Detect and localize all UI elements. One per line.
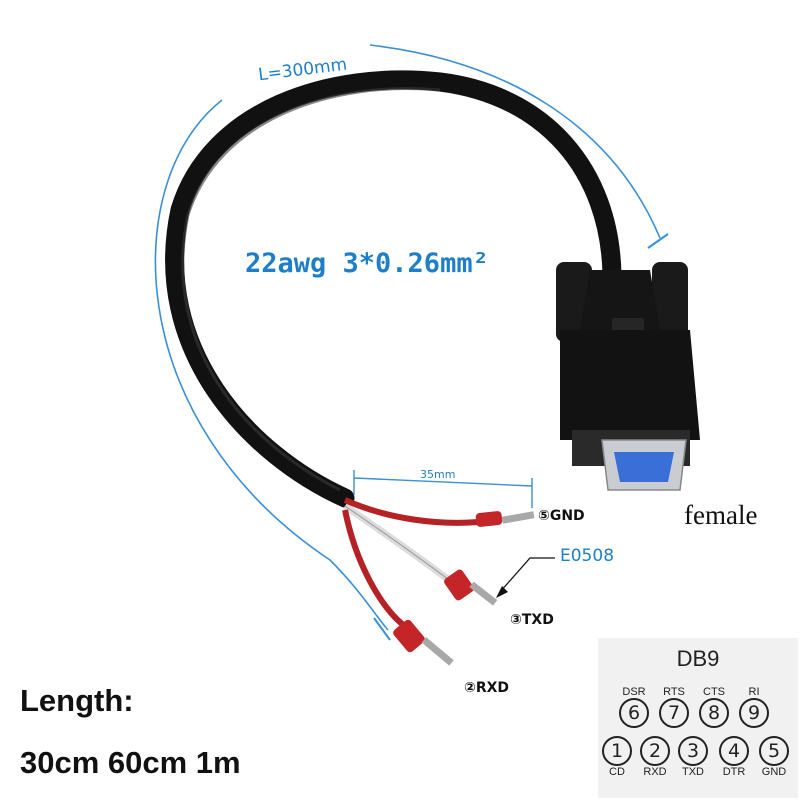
length-title: Length: [20,683,134,718]
cable-spec-label: 22awg 3*0.26mm² [245,248,489,279]
pin-1: 1 CD [598,736,636,778]
ferrule-gnd [475,511,535,527]
pin-number: 6 [619,698,649,728]
pin-8: CTS 8 [695,686,733,728]
db9-female-connector [556,262,700,491]
pin-number: 2 [640,736,670,766]
pin-name: GND [761,766,787,778]
pin-number: 8 [699,698,729,728]
pinout-title: DB9 [676,646,720,671]
pin-name: RTS [663,686,685,698]
pointer-arrowhead [496,586,508,598]
pin-number: 5 [759,736,789,766]
ferrule-pointer [499,557,555,593]
red-wire-gnd [343,497,479,526]
pin-number: 1 [602,736,632,766]
ferrule-rxd [393,619,454,666]
cable-highlight [181,87,441,492]
length-dimension-arc-right [369,44,661,239]
pin-number: 9 [739,698,769,728]
db9-pinout-card: DB9 DSR 6 RTS 7 CTS 8 RI 9 1 CD 2 RXD 3 … [598,638,798,798]
pin-name: DTR [722,766,746,778]
pin-3: 3 TXD [674,736,712,778]
ferrule-type-label: E0508 [560,546,615,566]
pin-number: 7 [659,698,689,728]
pin-7: RTS 7 [655,686,693,728]
ferrule-txd [444,569,498,606]
black-cable [165,70,622,508]
pin-5: 5 GND [755,736,793,778]
red-wire-rxd [342,509,412,633]
pin-number: 3 [678,736,708,766]
pin-2: 2 RXD [636,736,674,778]
pin-6: DSR 6 [615,686,653,728]
pin-name: CTS [703,686,725,698]
connector-gender-label: female [684,500,758,530]
strip-length-label: 35mm [420,468,456,481]
pin-name: RI [748,686,760,698]
pin-name: TXD [682,766,704,778]
wire-label-rxd: ②RXD [464,680,510,696]
strip-length-dimension [353,470,533,508]
pin-name: CD [609,766,625,778]
length-options: 30cm 60cm 1m [20,745,241,780]
wire-label-txd: ③TXD [510,612,554,628]
length-dimension-arc [154,99,389,631]
dimension-tick [373,617,391,641]
wire-label-gnd: ⑤GND [538,508,585,524]
pin-name: DSR [622,686,646,698]
pin-name: RXD [643,766,667,778]
pin-number: 4 [719,736,749,766]
pin-4: 4 DTR [715,736,753,778]
pin-9: RI 9 [735,686,773,728]
dimension-tick [647,233,669,249]
